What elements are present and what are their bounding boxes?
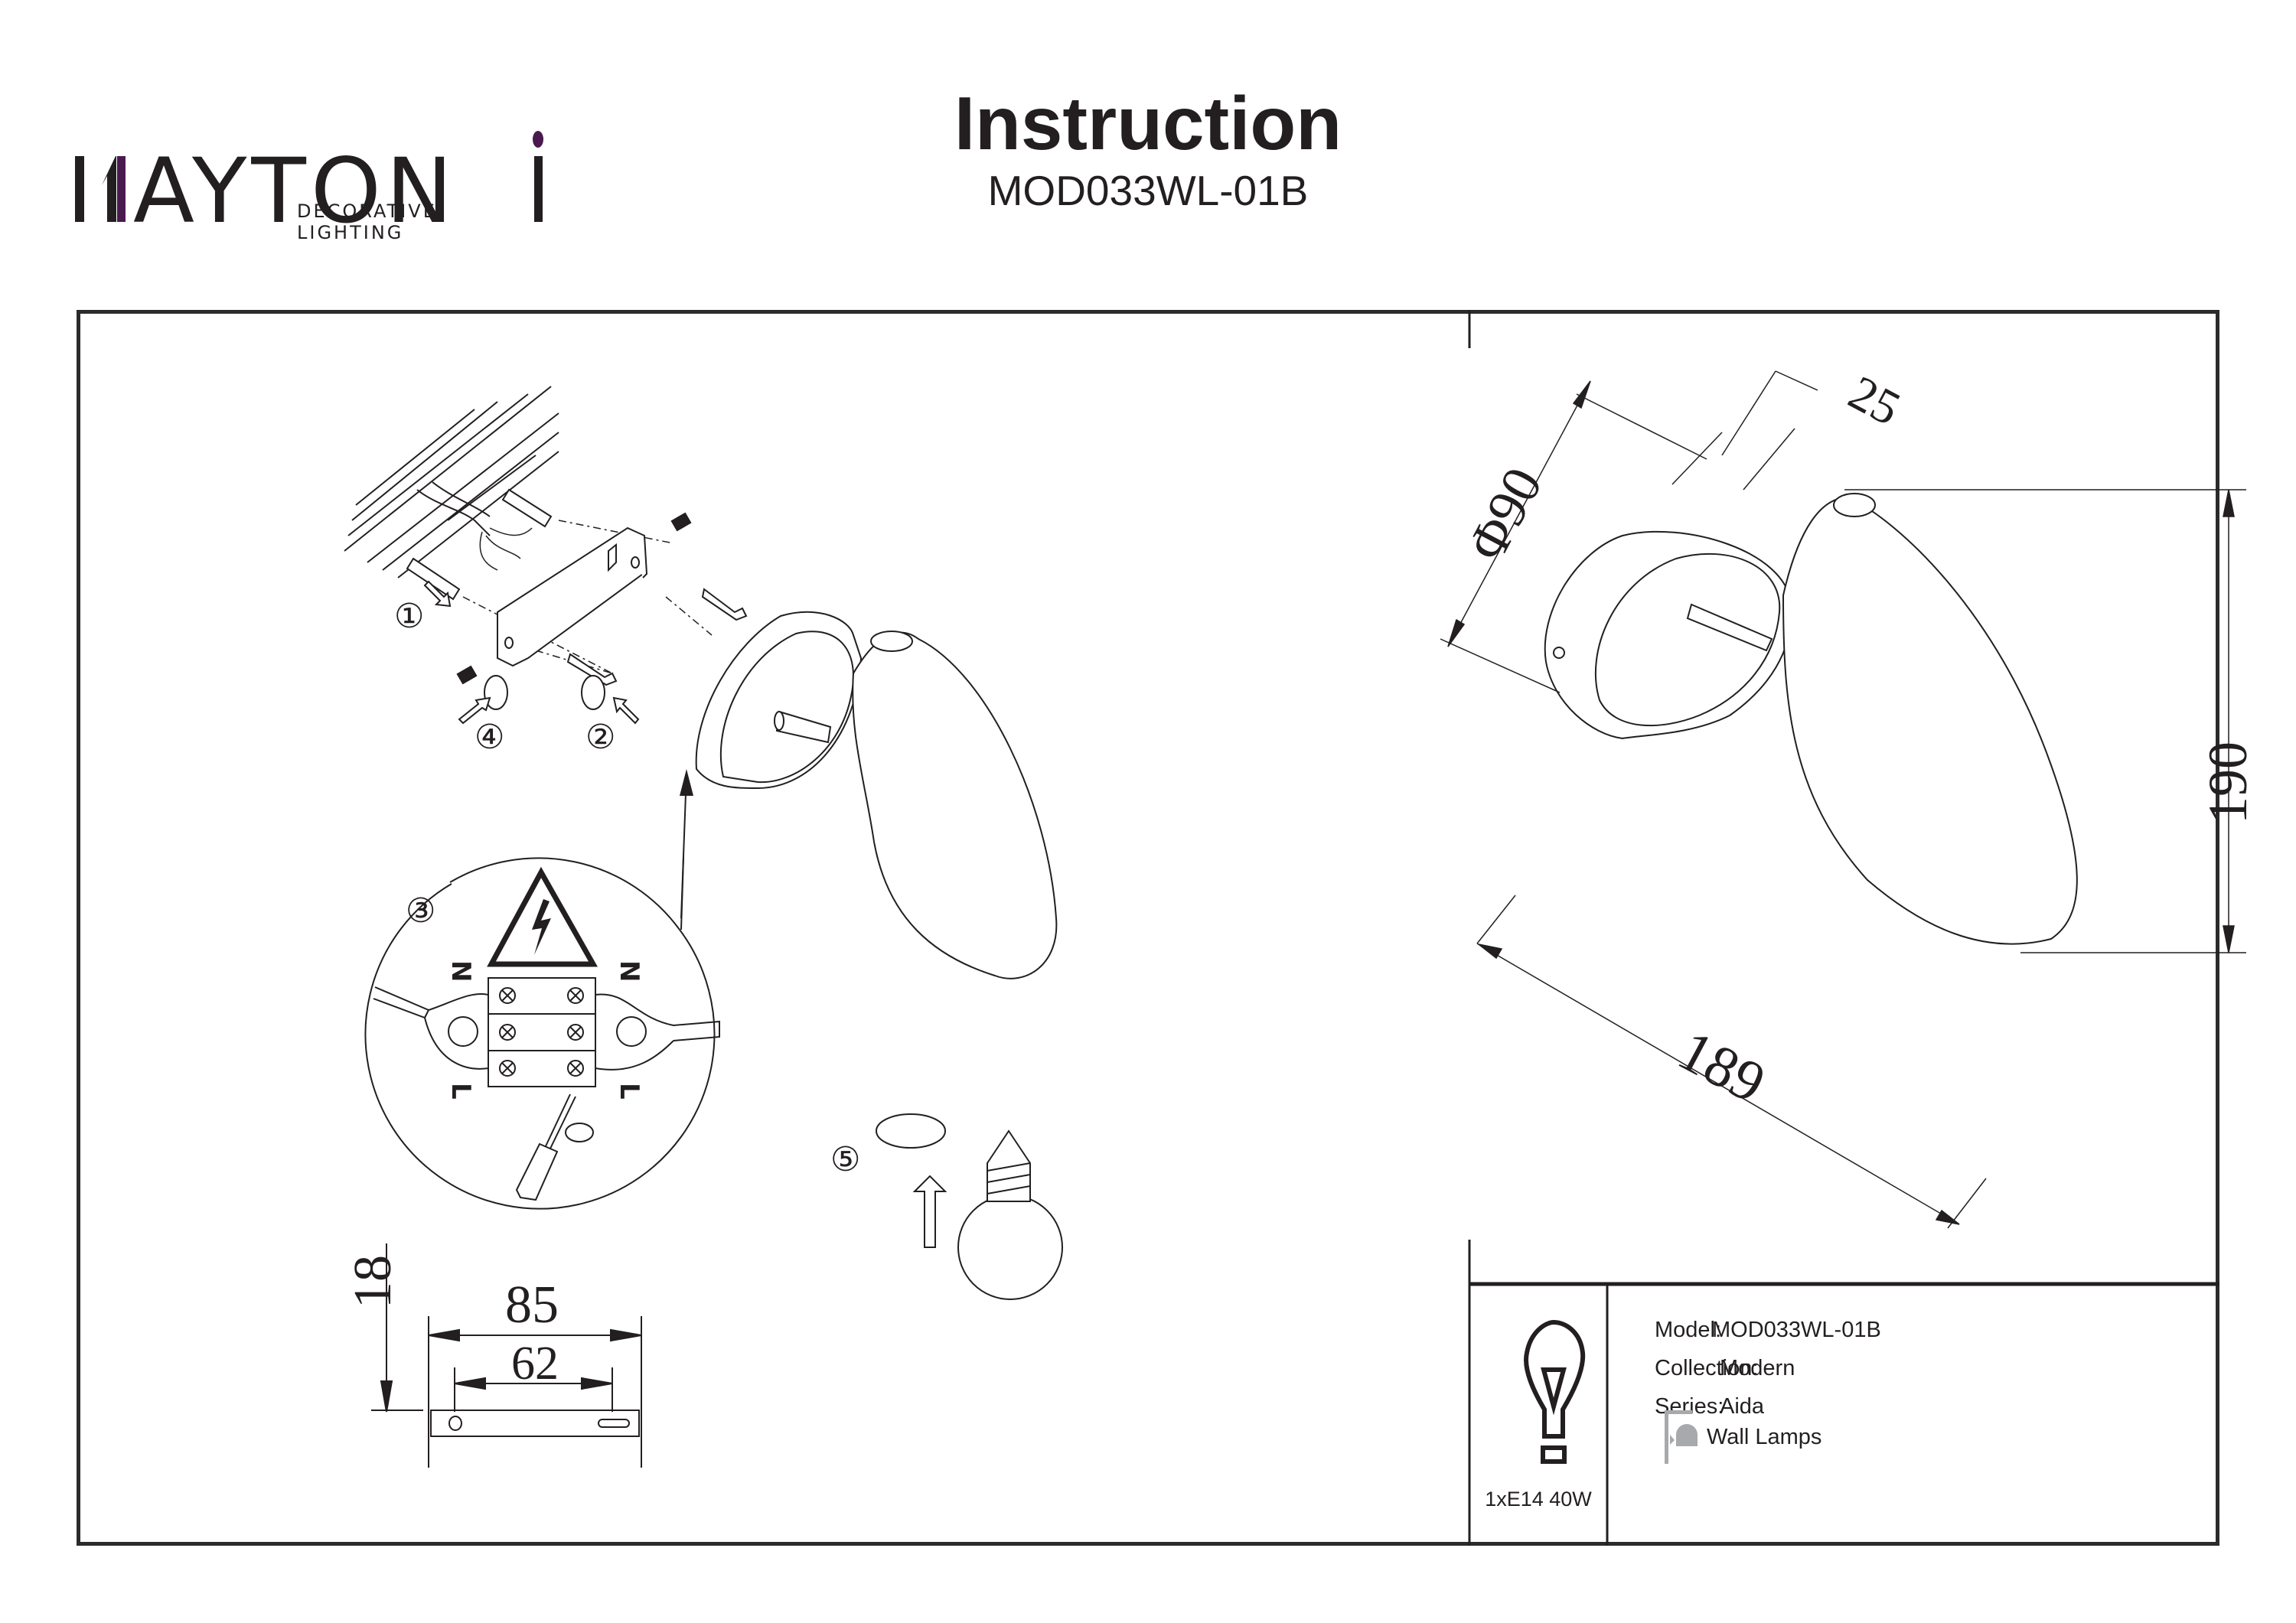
wall-plug-lower [406, 557, 461, 601]
base-diameter-dim: Φ90 [1456, 458, 1554, 571]
wall-plug-upper [501, 488, 553, 528]
connection-leader [680, 772, 687, 919]
collection-value: Modern [1720, 1356, 1795, 1380]
wood-screw-lower [566, 653, 618, 686]
series-value: Aida [1720, 1394, 1765, 1419]
lightning-bolt-icon [532, 899, 551, 955]
push-arrow-step1 [423, 580, 452, 608]
rotate-icon-step4 [484, 675, 508, 710]
wall-lamp-category-icon [1665, 1410, 1698, 1464]
push-arrow-step2 [612, 696, 640, 725]
wood-screw-upper [701, 588, 748, 621]
logo-letter-i [534, 156, 543, 222]
height-dim: 190 [2197, 741, 2258, 824]
bracket-length-dim: 85 [505, 1276, 559, 1335]
canopy-face [1594, 552, 1781, 727]
terminal-block [488, 977, 596, 1087]
live-label-left: L [445, 1083, 476, 1100]
drawing-frame [77, 310, 2219, 1546]
bulb-spec-icon [1524, 1319, 1586, 1464]
cable-wires [479, 527, 533, 571]
maytoni-logo-mark: AYTON [75, 131, 543, 230]
terminal-wires [373, 986, 720, 1071]
logo-wordmark: AYTON [133, 139, 458, 230]
earth-symbol-left [448, 1016, 478, 1047]
collection-label: Collection: [1655, 1356, 1759, 1380]
push-arrow-step4 [458, 696, 491, 725]
bulb-spec: 1xE14 40W [1485, 1488, 1592, 1511]
wall-hatching [344, 386, 559, 578]
step-2-label: ② [585, 719, 615, 756]
model-value: MOD033WL-01B [1712, 1318, 1881, 1342]
lamp-dimension-view [1544, 493, 2078, 945]
logo-letter-m [75, 156, 116, 222]
page-title: Instruction [954, 81, 1342, 165]
earth-symbol-right [616, 1016, 647, 1047]
high-voltage-warning-icon [487, 866, 598, 967]
logo-accent-dot [533, 131, 543, 148]
lamp-shade [852, 631, 1058, 979]
guide-line-upper [558, 520, 674, 544]
model-label: Model: [1655, 1318, 1722, 1342]
category-label: Wall Lamps [1707, 1425, 1822, 1449]
push-arrow-step5 [912, 1175, 947, 1248]
lamp-assembly-view [695, 611, 1058, 979]
logo-accent-bar [117, 156, 126, 222]
step-1-label: ① [394, 598, 424, 635]
shade-outline [1782, 496, 2078, 945]
model-code: MOD033WL-01B [987, 167, 1309, 214]
arrow-up-icon [680, 769, 693, 796]
brand-logo: AYTON DECORATIVE LIGHTING [75, 99, 550, 243]
bracket-height-dim: 18 [344, 1255, 403, 1309]
canopy-screw [1553, 647, 1565, 659]
rotate-icon-step5 [876, 1113, 946, 1149]
step-5-label: ⑤ [830, 1141, 860, 1178]
projection-dim: 189 [1668, 1018, 1776, 1116]
dimension-lines [1440, 370, 2246, 1229]
guide-line-screw-upper [665, 596, 713, 636]
live-label-right: L [614, 1083, 644, 1100]
arm [1686, 603, 1773, 652]
bracket-dimension-drawing [371, 1243, 642, 1468]
lamp-switch [870, 631, 913, 652]
screwdriver-icon [515, 1093, 594, 1201]
lamp-base-face [719, 631, 855, 784]
base-depth-dim: 25 [1841, 365, 1910, 436]
rotate-icon-step2 [581, 675, 605, 710]
mounting-bracket [497, 526, 648, 667]
switch-knob [1833, 493, 1876, 517]
bracket-hole-spacing-dim: 62 [511, 1338, 559, 1390]
neutral-label-right: N [614, 960, 644, 982]
brand-tagline: DECORATIVE LIGHTING [297, 200, 437, 243]
light-bulb-globe [957, 1194, 1063, 1300]
machine-screw-upper [670, 512, 692, 532]
machine-screw-lower [456, 665, 478, 685]
neutral-label-left: N [445, 960, 476, 982]
step-4-label: ④ [475, 719, 504, 756]
power-cable [416, 481, 491, 536]
